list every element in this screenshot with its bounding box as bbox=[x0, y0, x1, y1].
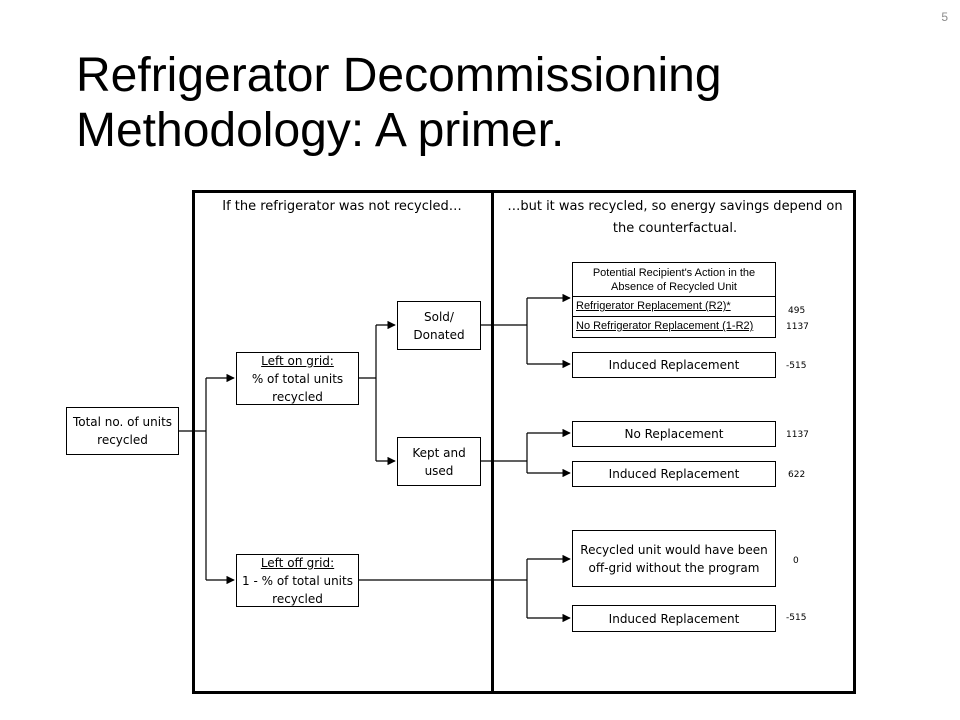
induced-replacement-box-1: Induced Replacement bbox=[572, 352, 776, 378]
value-induced-3: -515 bbox=[786, 613, 807, 623]
left-on-grid-box: Left on grid: % of total units recycled bbox=[236, 352, 359, 405]
total-units-label: Total no. of units recycled bbox=[72, 415, 173, 447]
slide-number: 5 bbox=[941, 10, 948, 24]
kept-used-box: Kept and used bbox=[397, 437, 481, 486]
value-off-grid: 0 bbox=[793, 556, 799, 566]
value-induced-1: -515 bbox=[786, 361, 807, 371]
matrix-row-no-replacement: No Refrigerator Replacement (1-R2) bbox=[576, 320, 754, 332]
off-grid-outcome-label: Recycled unit would have been off-grid w… bbox=[580, 542, 768, 575]
induced-replacement-box-3: Induced Replacement bbox=[572, 605, 776, 632]
value-no-replacement: 1137 bbox=[786, 430, 809, 440]
left-off-grid-detail: 1 - % of total units recycled bbox=[242, 573, 353, 606]
off-grid-outcome-box: Recycled unit would have been off-grid w… bbox=[572, 530, 776, 587]
sold-donated-box: Sold/ Donated bbox=[397, 301, 481, 350]
left-off-grid-box: Left off grid: 1 - % of total units recy… bbox=[236, 554, 359, 607]
induced-replacement-label-3: Induced Replacement bbox=[608, 611, 740, 626]
induced-replacement-box-2: Induced Replacement bbox=[572, 461, 776, 487]
no-replacement-label: No Replacement bbox=[624, 427, 724, 441]
matrix-header: Potential Recipient's Action in the Abse… bbox=[573, 263, 775, 297]
left-panel-heading: If the refrigerator was not recycled… bbox=[222, 199, 462, 214]
left-on-grid-detail: % of total units recycled bbox=[251, 371, 344, 404]
induced-replacement-label-2: Induced Replacement bbox=[608, 467, 740, 481]
left-on-grid-label: Left on grid: bbox=[261, 353, 334, 368]
no-replacement-box: No Replacement bbox=[572, 421, 776, 447]
slide-title: Refrigerator Decommissioning Methodology… bbox=[76, 49, 722, 157]
panel-divider bbox=[491, 190, 494, 694]
sold-donated-label: Sold/ Donated bbox=[413, 309, 465, 342]
value-induced-2: 622 bbox=[788, 470, 806, 480]
recipient-action-matrix: Potential Recipient's Action in the Abse… bbox=[572, 262, 776, 338]
total-units-box: Total no. of units recycled bbox=[66, 407, 179, 455]
kept-used-label: Kept and used bbox=[412, 445, 466, 478]
induced-replacement-label-1: Induced Replacement bbox=[608, 358, 740, 372]
diagram-frame bbox=[192, 190, 856, 694]
right-panel-heading: …but it was recycled, so energy savings … bbox=[507, 199, 843, 236]
value-one-minus-r2: 1137 bbox=[786, 322, 809, 332]
left-off-grid-label: Left off grid: bbox=[260, 555, 335, 570]
matrix-row-replacement: Refrigerator Replacement (R2)* bbox=[573, 297, 775, 317]
value-r2: 495 bbox=[788, 306, 806, 316]
